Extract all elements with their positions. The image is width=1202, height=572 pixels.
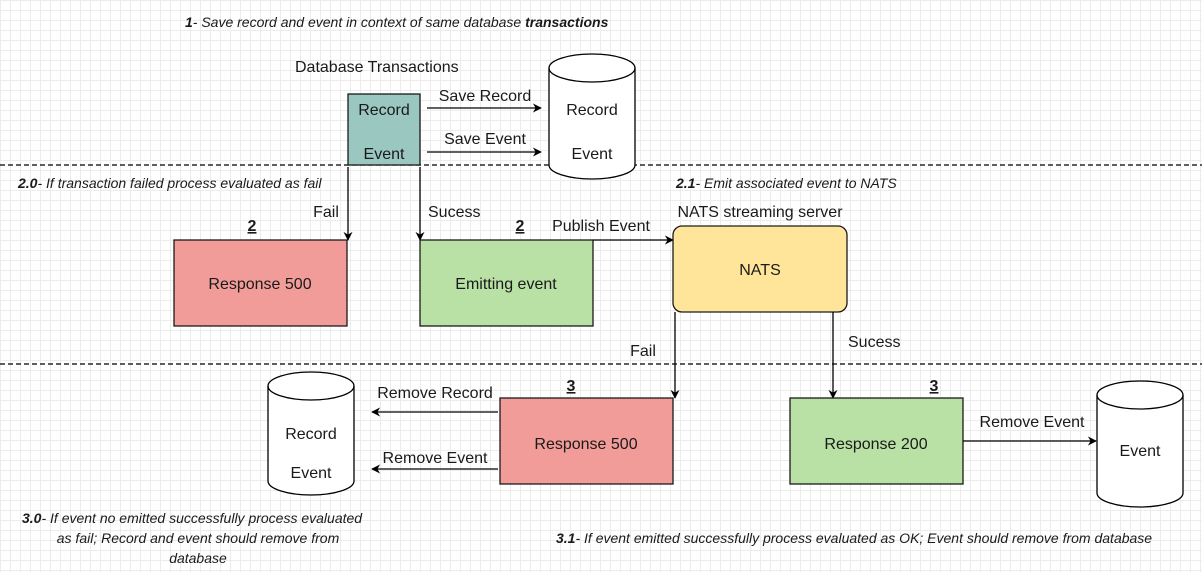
response-500-label-stage3: Response 500 — [534, 436, 637, 453]
emitting-event-box — [419, 239, 594, 327]
db-left-event-label: Event — [291, 465, 332, 482]
note-3-0-line2: as fail; Record and event should remove … — [57, 530, 340, 546]
note-2-1: 2.1- Emit associated event to NATS — [675, 175, 897, 191]
step-number-2-right: 2 — [516, 218, 525, 235]
response-500-label-stage2: Response 500 — [208, 276, 311, 293]
response-200-box — [789, 397, 964, 485]
db-top-event-label: Event — [572, 146, 613, 163]
transaction-record-label: Record — [358, 102, 410, 119]
note-3-0-line1: 3.0- If event no emitted successfully pr… — [22, 510, 363, 526]
step-number-2-left: 2 — [248, 218, 257, 235]
emitting-event-label: Emitting event — [455, 276, 557, 293]
fail-label-stage3: Fail — [630, 343, 656, 360]
response-500-box-stage3 — [499, 397, 674, 485]
transaction-box — [347, 93, 421, 166]
database-cylinder-top — [548, 53, 636, 180]
remove-record-label: Remove Record — [377, 385, 493, 402]
note-3-0-line3: database — [169, 550, 227, 566]
db-left-record-label: Record — [285, 426, 337, 443]
transaction-event-label: Event — [364, 146, 405, 163]
database-cylinder-right — [1096, 380, 1184, 508]
save-record-label: Save Record — [439, 88, 532, 105]
database-cylinder-left — [267, 371, 355, 496]
remove-event-label-right: Remove Event — [980, 414, 1085, 431]
step-number-3-right: 3 — [930, 378, 939, 395]
response-200-label: Response 200 — [824, 436, 927, 453]
db-top-record-label: Record — [566, 102, 618, 119]
save-event-label: Save Event — [444, 131, 526, 148]
response-500-box-stage2 — [173, 239, 348, 327]
db-right-event-label: Event — [1120, 443, 1161, 460]
fail-label-stage2: Fail — [313, 204, 339, 221]
note-1: 1- Save record and event in context of s… — [185, 14, 609, 30]
nats-server-title: NATS streaming server — [677, 204, 843, 221]
nats-box — [672, 225, 848, 313]
step-number-3-left: 3 — [567, 378, 576, 395]
success-label-stage3: Sucess — [848, 334, 900, 351]
note-2-0: 2.0- If transaction failed process evalu… — [17, 175, 322, 191]
remove-event-label-left: Remove Event — [383, 450, 488, 467]
nats-label: NATS — [739, 262, 780, 279]
publish-event-label: Publish Event — [552, 218, 650, 235]
db-transactions-title: Database Transactions — [295, 59, 459, 76]
note-3-1: 3.1- If event emitted successfully proce… — [556, 530, 1152, 546]
success-label-stage2: Sucess — [428, 204, 480, 221]
